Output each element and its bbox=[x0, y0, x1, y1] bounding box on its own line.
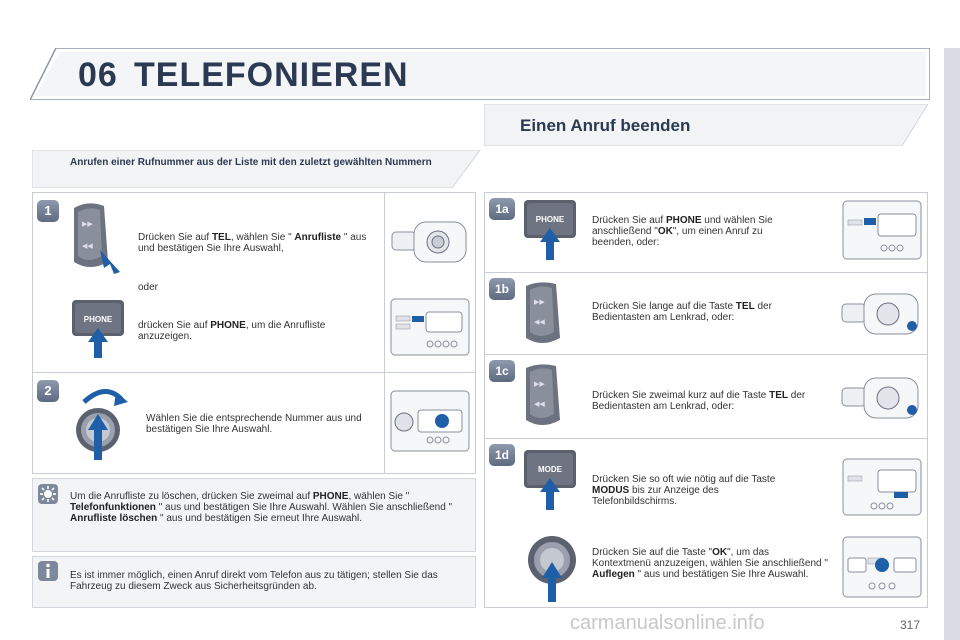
step-badge-1d: 1d bbox=[489, 444, 515, 466]
radio-knob-illustration bbox=[390, 390, 470, 452]
svg-text:◀◀: ◀◀ bbox=[534, 401, 545, 408]
step-divider bbox=[32, 372, 476, 373]
steering-stalk-illustration bbox=[391, 221, 467, 263]
page-number: 317 bbox=[900, 618, 921, 632]
step-badge-1c: 1c bbox=[489, 360, 515, 382]
chapter-number: 06 bbox=[78, 56, 118, 94]
step1-text-b: drücken Sie auf PHONE, um die Anrufliste… bbox=[138, 320, 326, 342]
chapter-title: TELEFONIEREN bbox=[134, 56, 409, 94]
rotary-knob-icon bbox=[528, 536, 576, 602]
step-divider bbox=[484, 438, 928, 439]
header-banner bbox=[30, 48, 930, 100]
steering-control-icon: ▶▶ ◀◀ bbox=[526, 282, 560, 343]
watermark: carmanualsonline.info bbox=[570, 612, 765, 634]
phone-button-icon: PHONE bbox=[72, 300, 124, 358]
svg-text:▶▶: ▶▶ bbox=[534, 299, 545, 306]
tip-panel bbox=[32, 478, 476, 552]
radio-panel-illustration bbox=[842, 458, 922, 516]
section-title-box bbox=[484, 104, 928, 146]
rotary-knob-icon bbox=[76, 389, 128, 460]
steering-control-icon: ▶▶ ◀◀ bbox=[526, 364, 560, 425]
info-panel bbox=[32, 556, 476, 608]
step1b-text: Drücken Sie lange auf die Taste TEL der … bbox=[592, 301, 772, 323]
tip-gear-icon bbox=[38, 484, 58, 504]
steering-stalk-illustration bbox=[841, 293, 919, 335]
intro-box bbox=[32, 150, 480, 188]
intro-heading: Anrufen einer Rufnummer aus der Liste mi… bbox=[70, 157, 432, 168]
mode-button-icon: MODE bbox=[524, 450, 576, 510]
radio-panel-illustration bbox=[390, 298, 470, 356]
section-title: Einen Anruf beenden bbox=[520, 116, 691, 135]
step-badge-1: 1 bbox=[37, 200, 59, 222]
step1a-text: Drücken Sie auf PHONE und wählen Sie ans… bbox=[592, 215, 773, 248]
step-ok-text: Drücken Sie auf die Taste "OK", um das K… bbox=[592, 547, 828, 580]
illustration-divider bbox=[384, 192, 385, 474]
svg-text:▶▶: ▶▶ bbox=[82, 221, 93, 228]
steering-control-icon: ▶▶ ◀◀ bbox=[74, 203, 120, 274]
step2-text: Wählen Sie die entsprechende Nummer aus … bbox=[146, 413, 362, 435]
svg-text:PHONE: PHONE bbox=[536, 215, 565, 224]
step-divider bbox=[484, 272, 928, 273]
radio-panel-illustration bbox=[842, 200, 922, 260]
svg-text:◀◀: ◀◀ bbox=[534, 319, 545, 326]
step-badge-2: 2 bbox=[37, 380, 59, 402]
steering-stalk-illustration bbox=[841, 377, 919, 419]
step1-text-a: Drücken Sie auf TEL, wählen Sie " Anrufl… bbox=[138, 232, 367, 254]
svg-text:PHONE: PHONE bbox=[84, 315, 113, 324]
step-badge-1b: 1b bbox=[489, 278, 515, 300]
phone-button-icon: PHONE bbox=[524, 200, 576, 260]
step-badge-1a: 1a bbox=[489, 198, 515, 220]
step1d-text: Drücken Sie so oft wie nötig auf die Tas… bbox=[592, 474, 776, 507]
svg-text:MODE: MODE bbox=[538, 465, 563, 474]
info-icon bbox=[38, 561, 58, 581]
svg-text:◀◀: ◀◀ bbox=[82, 243, 93, 250]
tip-text: Um die Anrufliste zu löschen, drücken Si… bbox=[70, 491, 453, 524]
step-divider bbox=[484, 354, 928, 355]
step1c-text: Drücken Sie zweimal kurz auf die Taste T… bbox=[592, 390, 806, 412]
step1-or: oder bbox=[138, 282, 159, 293]
svg-text:▶▶: ▶▶ bbox=[534, 381, 545, 388]
radio-knob-illustration bbox=[842, 536, 922, 598]
side-tab bbox=[944, 48, 960, 640]
info-text: Es ist immer möglich, einen Anruf direkt… bbox=[70, 570, 438, 592]
